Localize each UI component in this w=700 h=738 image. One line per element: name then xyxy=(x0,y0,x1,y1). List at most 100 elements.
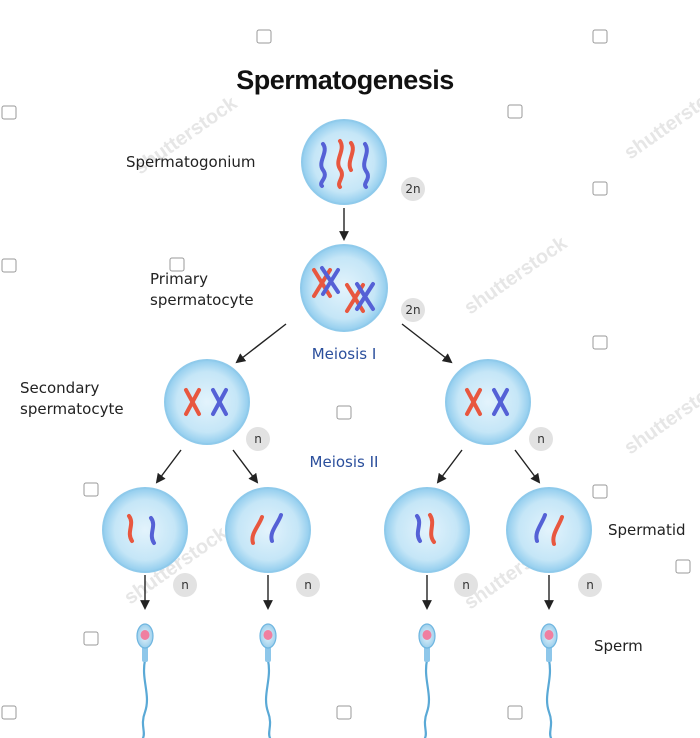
watermark-icon xyxy=(675,559,691,574)
watermark-icon xyxy=(83,482,99,497)
sperm-tail xyxy=(264,658,272,738)
arrow-secondary-left-to-spermatid-2 xyxy=(232,449,259,484)
ploidy-text: n xyxy=(304,578,312,592)
sperm-midpiece xyxy=(424,645,430,662)
watermark-text: shutterstock xyxy=(460,232,572,319)
ploidy-badge-spermatid-4: n xyxy=(578,573,602,597)
ploidy-badge-secondary-left: n xyxy=(246,427,270,451)
ploidy-text: n xyxy=(537,432,545,446)
ploidy-badge-bg xyxy=(173,573,197,597)
watermark-icon xyxy=(507,705,523,720)
sperm-label: Sperm xyxy=(594,637,643,655)
spermatid-label: Spermatid xyxy=(608,521,686,539)
ploidy-badge-bg xyxy=(529,427,553,451)
tetrad-left xyxy=(312,266,340,298)
watermark-text: shutterstock xyxy=(620,372,700,459)
chromosome-blue xyxy=(319,142,327,188)
watermark-icon xyxy=(592,335,608,350)
diagram-title: Spermatogenesis xyxy=(236,65,454,95)
secondary-spermatocyte-label-line2: spermatocyte xyxy=(20,400,124,418)
watermark-text: shutterstock xyxy=(620,77,700,164)
arrow-secondary-left-to-spermatid-1 xyxy=(155,449,182,484)
ploidy-text: n xyxy=(181,578,189,592)
ploidy-badge-secondary-right: n xyxy=(529,427,553,451)
spermatogonium-cell xyxy=(301,119,387,205)
arrow-primary-to-secondary-right xyxy=(401,323,453,364)
ploidy-badge-bg xyxy=(401,298,425,322)
chromosome-red xyxy=(551,515,564,546)
meiosis-2-label: Meiosis II xyxy=(310,453,379,471)
sperm-nucleus xyxy=(544,630,554,640)
ploidy-badge-bg xyxy=(578,573,602,597)
sperm-4 xyxy=(540,623,558,738)
spermatid-cell-3 xyxy=(384,487,470,573)
sperm-tail xyxy=(423,658,431,738)
arrow-secondary-right-to-spermatid-4 xyxy=(514,449,541,484)
sperm-tail xyxy=(545,658,553,738)
chromosome-red xyxy=(428,513,436,544)
sperm-2 xyxy=(259,623,277,738)
meiosis-1-label: Meiosis I xyxy=(312,345,377,363)
secondary-spermatocyte-label-line1: Secondary xyxy=(20,379,100,397)
sperm-midpiece xyxy=(142,645,148,662)
chromosome-blue xyxy=(149,516,156,545)
watermark-icon xyxy=(507,104,523,119)
sperm-midpiece xyxy=(265,645,271,662)
chromosome-blue xyxy=(534,513,547,543)
chromosome-red xyxy=(184,388,201,416)
primary-spermatocyte-cell xyxy=(300,244,388,332)
chromosome-blue xyxy=(492,388,509,416)
watermark-icon xyxy=(256,29,272,44)
sperm-nucleus xyxy=(263,630,273,640)
ploidy-badge-spermatid-2: n xyxy=(296,573,320,597)
secondary-spermatocyte-right-cell xyxy=(445,359,531,445)
watermark-icon xyxy=(592,181,608,196)
arrow-primary-to-secondary-left xyxy=(235,323,287,364)
watermark-icon xyxy=(169,257,185,272)
ploidy-badge-bg xyxy=(246,427,270,451)
sperm-1 xyxy=(136,623,154,738)
chromosome-red xyxy=(465,388,482,416)
sperm-midpiece xyxy=(546,645,552,662)
watermark-icon xyxy=(1,105,17,120)
cell-membrane xyxy=(301,119,387,205)
spermatid-cell-1 xyxy=(102,487,188,573)
chromosome-red xyxy=(250,515,264,545)
ploidy-badge-spermatogonium: 2n xyxy=(401,177,425,201)
ploidy-badge-spermatid-3: n xyxy=(454,573,478,597)
ploidy-text: n xyxy=(462,578,470,592)
chromosome-red xyxy=(336,139,344,189)
chromosome-blue xyxy=(355,282,375,311)
cell-membrane xyxy=(445,359,531,445)
chromosome-blue xyxy=(211,388,228,416)
chromosome-red xyxy=(347,141,355,172)
sperm-nucleus xyxy=(140,630,150,640)
arrows xyxy=(140,208,554,610)
cell-membrane xyxy=(384,487,470,573)
ploidy-badge-spermatid-1: n xyxy=(173,573,197,597)
cell-membrane xyxy=(225,487,311,573)
ploidy-text: 2n xyxy=(405,182,420,196)
watermark-icon xyxy=(1,258,17,273)
watermark-icon xyxy=(592,29,608,44)
cell-membrane xyxy=(300,244,388,332)
cell-membrane xyxy=(506,487,592,573)
secondary-spermatocyte-left-cell xyxy=(164,359,250,445)
spermatogonium-label: Spermatogonium xyxy=(126,153,256,171)
sperm-nucleus xyxy=(422,630,432,640)
chromosome-blue xyxy=(362,142,370,189)
spermatid-cell-4 xyxy=(506,487,592,573)
cell-membrane xyxy=(102,487,188,573)
tetrad-right xyxy=(345,282,375,313)
ploidy-text: 2n xyxy=(405,303,420,317)
primary-spermatocyte-label-line2: spermatocyte xyxy=(150,291,254,309)
chromosome-blue xyxy=(415,514,422,543)
ploidy-badge-bg xyxy=(401,177,425,201)
primary-spermatocyte-label-line1: Primary xyxy=(150,270,208,288)
sperm-3 xyxy=(418,623,436,738)
chromosome-blue xyxy=(269,513,283,543)
sperm-tail xyxy=(141,658,149,738)
ploidy-text: n xyxy=(254,432,262,446)
ploidy-text: n xyxy=(586,578,594,592)
cell-membrane xyxy=(164,359,250,445)
